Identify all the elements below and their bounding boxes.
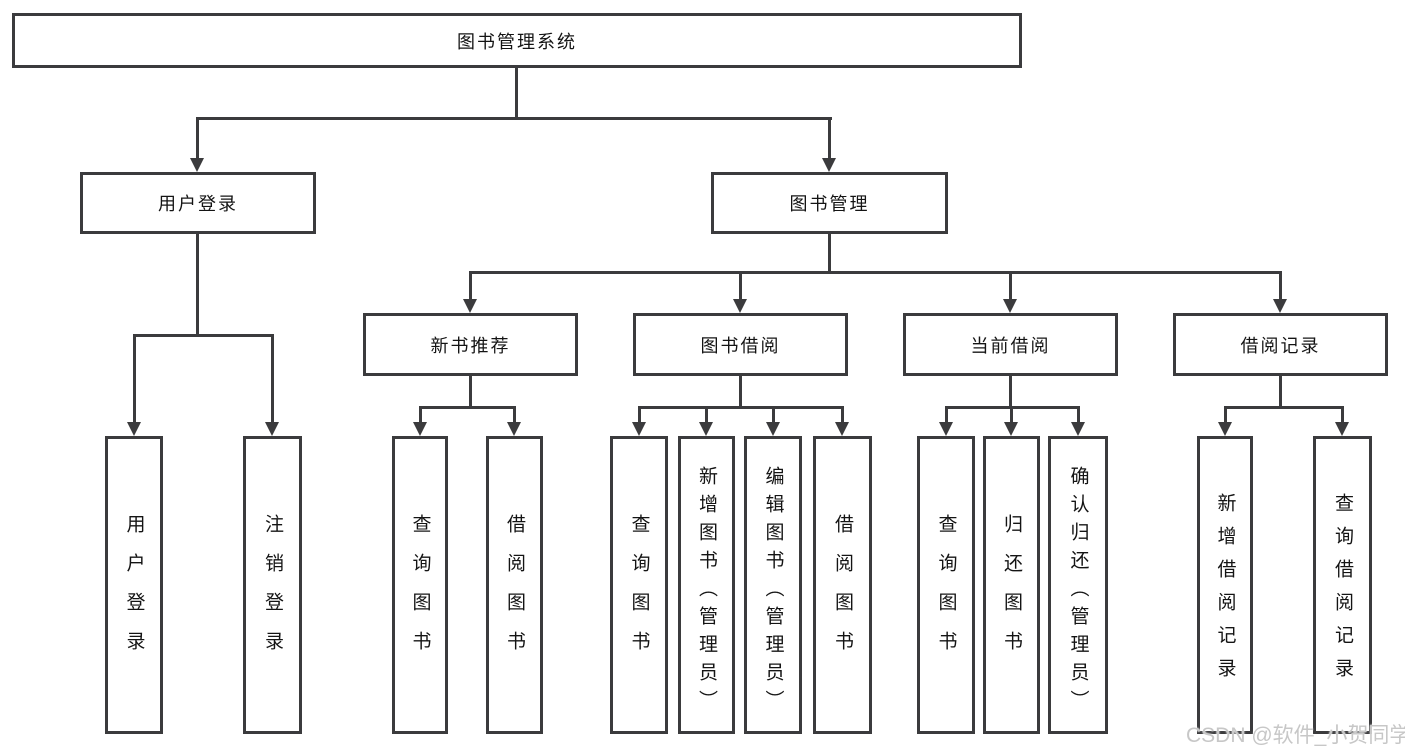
arrowhead (835, 422, 849, 436)
connector-line (739, 271, 742, 300)
arrowhead (1004, 422, 1018, 436)
node-label: 用户登录 (158, 194, 238, 214)
connector-line (828, 117, 831, 159)
node-new-book-recommendation: 新书推荐 (363, 313, 578, 376)
leaf-label: 确认归还（管理员） (1067, 466, 1089, 718)
node-user-login: 用户登录 (80, 172, 316, 234)
connector-line (513, 406, 516, 423)
arrowhead (1273, 299, 1287, 313)
connector-line (1009, 376, 1012, 408)
arrowhead (822, 158, 836, 172)
connector-line (638, 406, 844, 409)
node-book-management: 图书管理 (711, 172, 948, 234)
connector-line (945, 406, 948, 423)
arrowhead (1335, 422, 1349, 436)
connector-line (705, 406, 708, 423)
node-label: 图书借阅 (700, 335, 781, 356)
leaf-label: 查询图书 (409, 514, 431, 670)
node-label: 借阅记录 (1240, 335, 1321, 356)
leaf-confirm-return-admin: 确认归还（管理员） (1048, 436, 1108, 734)
arrowhead (766, 422, 780, 436)
leaf-query-borrowing-record: 查询借阅记录 (1313, 436, 1372, 734)
arrowhead (939, 422, 953, 436)
leaf-return-books: 归还图书 (983, 436, 1040, 734)
csdn-watermark: CSDN @软件_小贺同学 (1186, 724, 1405, 747)
connector-line (1009, 271, 1012, 300)
leaf-user-login: 用户登录 (105, 436, 163, 734)
connector-line (133, 334, 274, 337)
connector-line (772, 406, 775, 423)
arrowhead (507, 422, 521, 436)
leaf-recommend-query-books: 查询图书 (392, 436, 448, 734)
arrowhead (699, 422, 713, 436)
node-library-management-system: 图书管理系统 (12, 13, 1022, 68)
connector-line (1077, 406, 1080, 423)
arrowhead (190, 158, 204, 172)
leaf-label: 新增借阅记录 (1214, 493, 1236, 691)
connector-line (1279, 271, 1282, 300)
node-label: 图书管理系统 (457, 31, 577, 52)
leaf-recommend-borrow-books: 借阅图书 (486, 436, 543, 734)
connector-line (469, 376, 472, 408)
node-label: 图书管理 (789, 194, 870, 214)
connector-line (196, 234, 199, 335)
arrowhead (733, 299, 747, 313)
arrowhead (463, 299, 477, 313)
leaf-label: 归还图书 (1001, 514, 1022, 670)
arrowhead (1003, 299, 1017, 313)
leaf-current-query-books: 查询图书 (917, 436, 975, 734)
leaf-borrow-query-books: 查询图书 (610, 436, 668, 734)
connector-line (419, 406, 422, 423)
leaf-add-books-admin: 新增图书（管理员） (678, 436, 735, 734)
connector-line (469, 271, 1282, 274)
connector-line (271, 334, 274, 423)
connector-line (1224, 406, 1344, 409)
leaf-label: 借阅图书 (832, 514, 853, 670)
arrowhead (127, 422, 141, 436)
connector-line (196, 117, 199, 159)
connector-line (1341, 406, 1344, 423)
leaf-edit-books-admin: 编辑图书（管理员） (744, 436, 802, 734)
connector-line (739, 376, 742, 408)
connector-line (419, 406, 516, 409)
leaf-add-borrowing-record: 新增借阅记录 (1197, 436, 1253, 734)
node-current-borrowing: 当前借阅 (903, 313, 1118, 376)
node-label: 新书推荐 (430, 335, 511, 356)
leaf-label: 查询借阅记录 (1332, 493, 1353, 691)
connector-line (1010, 406, 1013, 423)
leaf-logout: 注销登录 (243, 436, 302, 734)
arrowhead (1218, 422, 1232, 436)
arrowhead (413, 422, 427, 436)
node-borrowing-records: 借阅记录 (1173, 313, 1388, 376)
node-book-borrowing: 图书借阅 (633, 313, 848, 376)
leaf-label: 查询图书 (628, 514, 650, 670)
arrowhead (265, 422, 279, 436)
leaf-label: 注销登录 (262, 514, 283, 670)
node-label: 当前借阅 (970, 335, 1051, 356)
connector-line (828, 234, 831, 273)
leaf-label: 借阅图书 (504, 514, 525, 670)
connector-line (196, 117, 832, 120)
connector-line (133, 334, 136, 423)
leaf-label: 用户登录 (123, 514, 145, 670)
leaf-label: 编辑图书（管理员） (762, 466, 784, 718)
arrowhead (632, 422, 646, 436)
connector-line (638, 406, 641, 423)
connector-line (469, 271, 472, 300)
leaf-borrow-books: 借阅图书 (813, 436, 872, 734)
leaf-label: 查询图书 (935, 514, 957, 670)
connector-line (1279, 376, 1282, 408)
connector-line (841, 406, 844, 423)
connector-line (1224, 406, 1227, 423)
arrowhead (1071, 422, 1085, 436)
connector-line (515, 68, 518, 118)
leaf-label: 新增图书（管理员） (696, 466, 717, 718)
